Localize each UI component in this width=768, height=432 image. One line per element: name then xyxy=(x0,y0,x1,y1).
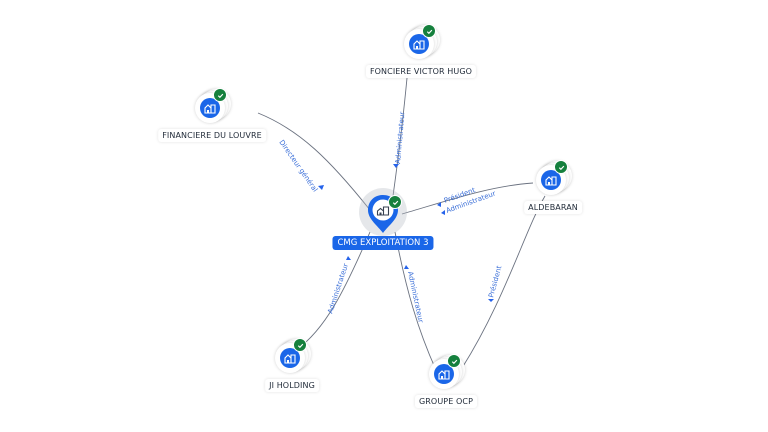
arrow-fvh-main xyxy=(393,164,399,168)
edge-label-jih-main: Administrateur xyxy=(326,262,350,314)
edge-label-ocp-main: Administrateur xyxy=(406,271,425,324)
main-node-label: CMG EXPLOITATION 3 xyxy=(332,236,434,250)
node-label: JI HOLDING xyxy=(265,379,319,392)
verified-check-icon xyxy=(213,88,227,102)
building-icon xyxy=(434,364,454,384)
node-label: FINANCIERE DU LOUVRE xyxy=(158,129,266,142)
building-icon xyxy=(200,98,220,118)
node-label: ALDEBARAN xyxy=(524,201,582,214)
node-label: FONCIERE VICTOR HUGO xyxy=(365,65,477,78)
verified-check-icon xyxy=(422,24,436,38)
arrow-jih-main xyxy=(346,256,351,260)
building-icon xyxy=(376,206,390,216)
building-icon xyxy=(541,170,561,190)
verified-check-icon xyxy=(447,354,461,368)
edge-fvh-main xyxy=(392,77,408,197)
edge-fdl-main xyxy=(257,112,371,211)
verified-check-icon xyxy=(554,160,568,174)
building-icon xyxy=(280,348,300,368)
node-label: GROUPE OCP xyxy=(414,395,478,408)
edge-label-fdl-main: Directeur général xyxy=(277,139,319,194)
arrow-fdl-main xyxy=(318,185,324,190)
edge-ald-main-president xyxy=(401,182,534,215)
verified-check-icon xyxy=(388,195,402,209)
verified-check-icon xyxy=(293,338,307,352)
arrow-ald-main-1 xyxy=(437,202,441,207)
edge-ocp-main xyxy=(394,231,437,371)
arrow-ocp-main xyxy=(404,265,409,269)
arrow-ald-ocp xyxy=(488,299,494,302)
arrow-ald-main-2 xyxy=(441,210,445,215)
edge-label-fvh-main: Administrateur xyxy=(394,111,407,164)
building-icon xyxy=(409,34,429,54)
edge-ald-ocp xyxy=(461,195,546,369)
